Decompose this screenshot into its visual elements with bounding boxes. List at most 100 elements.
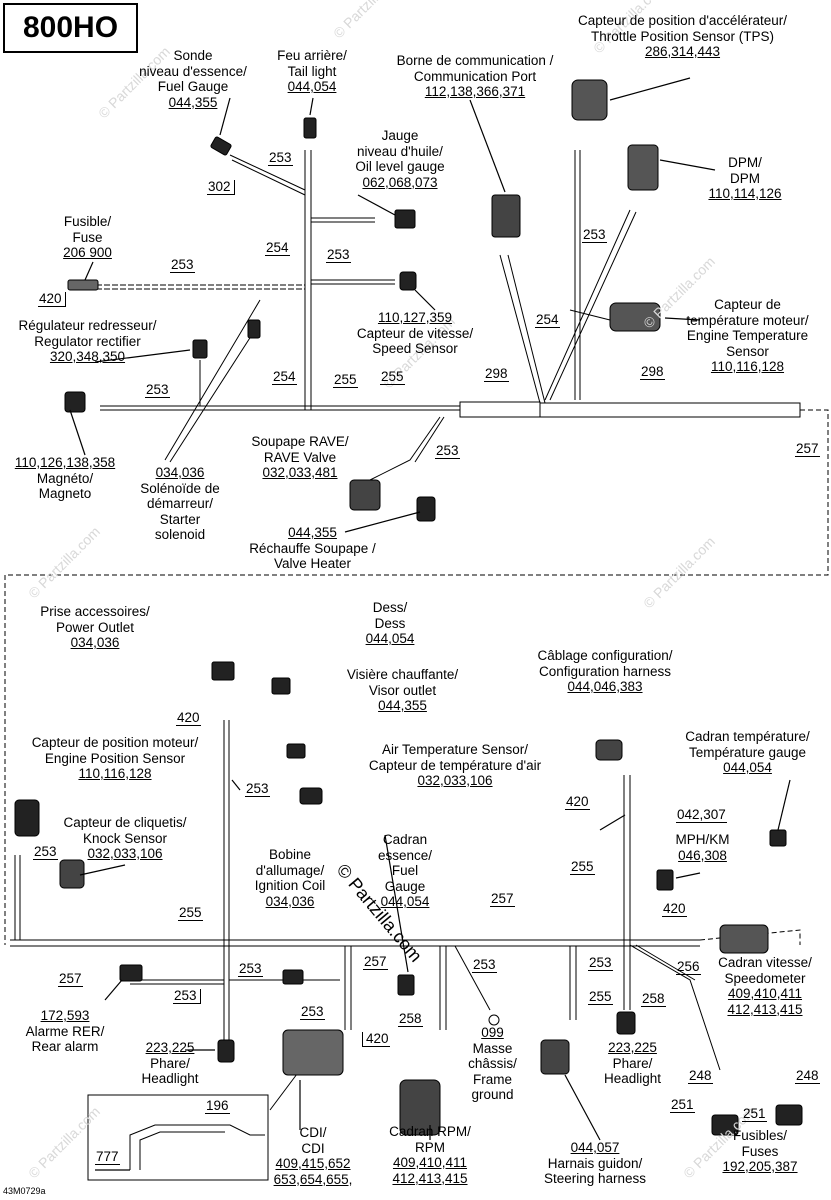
wire-256: 256 — [676, 959, 701, 975]
wire-254-a: 254 — [265, 240, 290, 256]
label-air-temp: Air Temperature Sensor/Capteur de tempér… — [368, 742, 542, 788]
rpm-connector — [399, 1079, 441, 1136]
wire-777: 777 — [95, 1149, 120, 1165]
wire-255-b: 255 — [380, 369, 405, 385]
main-harness-top — [100, 405, 460, 411]
fuse-left-connector — [711, 1114, 739, 1136]
drawing-reference: 43M0729a — [3, 1186, 46, 1196]
wire-257-a: 257 — [795, 441, 820, 457]
starter-connector — [247, 319, 261, 339]
wire-298-b: 298 — [640, 364, 665, 380]
wire-253-g: 253 — [245, 781, 270, 797]
visor-connector — [286, 743, 306, 759]
wire-255-d: 255 — [178, 905, 203, 921]
magneto-connector — [64, 391, 86, 413]
wire-254-c: 254 — [272, 369, 297, 385]
wire-298-a: 298 — [484, 366, 509, 382]
engine-temp-connector — [609, 302, 661, 332]
label-comm-port: Borne de communication /Communication Po… — [396, 53, 554, 99]
wire-253-i: 253 — [238, 961, 263, 977]
wire-255-e: 255 — [588, 989, 613, 1005]
rear-alarm-connector — [119, 964, 143, 982]
wire-253-c: 253 — [170, 257, 195, 273]
fuse-right-connector — [775, 1104, 803, 1126]
label-engine-pos: Capteur de position moteur/Engine Positi… — [31, 735, 199, 781]
fuse-connector — [67, 279, 99, 291]
coil-connector — [282, 969, 304, 985]
wire-248-a: 248 — [688, 1068, 713, 1084]
wire-258-b: 258 — [398, 1011, 423, 1027]
wire-253-d: 253 — [582, 227, 607, 243]
main-harness-bottom — [10, 939, 700, 947]
wire-253-f: 253 — [435, 443, 460, 459]
model-title: 800HO — [3, 3, 138, 53]
wire-251-a: 251 — [670, 1097, 695, 1113]
steering-connector — [540, 1039, 570, 1075]
temp-gauge-connector — [769, 829, 787, 847]
wire-253-a: 253 — [268, 150, 293, 166]
wire-420-c: 420 — [565, 794, 590, 810]
wire-254-b: 254 — [535, 312, 560, 328]
mph-connector — [656, 869, 674, 891]
label-tps: Capteur de position d'accélérateur/Throt… — [578, 13, 787, 59]
wire-253-h: 253 — [33, 844, 58, 860]
wire-257-c: 257 — [58, 971, 83, 987]
wire-258-a: 258 — [641, 991, 666, 1007]
wire-420-b: 420 — [176, 710, 201, 726]
wire-420-e: 420 — [362, 1032, 390, 1047]
knock-connector — [59, 859, 85, 889]
wire-196: 196 — [205, 1098, 230, 1114]
speed-sensor-connector — [399, 271, 417, 291]
wire-253-m: 253 — [300, 1004, 325, 1020]
label-regulator: Régulateur redresseur/Regulator rectifie… — [18, 318, 157, 364]
wire-302: 302 — [207, 180, 235, 195]
oil-connector — [394, 209, 416, 229]
wire-251-b: 251 — [742, 1106, 767, 1122]
fuel-dial-connector — [397, 974, 415, 996]
speedometer-connector — [719, 924, 769, 954]
wire-248-b: 248 — [795, 1068, 820, 1084]
dpm-connector — [627, 144, 659, 191]
wire-253-l: 253 — [173, 989, 201, 1004]
wire-042: 042,307 — [676, 807, 727, 823]
wire-420-d: 420 — [662, 901, 687, 917]
wire-420-a: 420 — [38, 292, 66, 307]
wire-255-a: 255 — [333, 372, 358, 388]
wire-253-j: 253 — [472, 957, 497, 973]
wire-253-e: 253 — [145, 382, 170, 398]
wire-257-d: 257 — [363, 954, 388, 970]
config-connector — [595, 739, 623, 761]
headlight-left-connector — [217, 1039, 235, 1063]
cdi-connector — [282, 1029, 344, 1076]
tail-light-connector — [303, 117, 317, 139]
valve-heater-connector — [416, 496, 436, 522]
